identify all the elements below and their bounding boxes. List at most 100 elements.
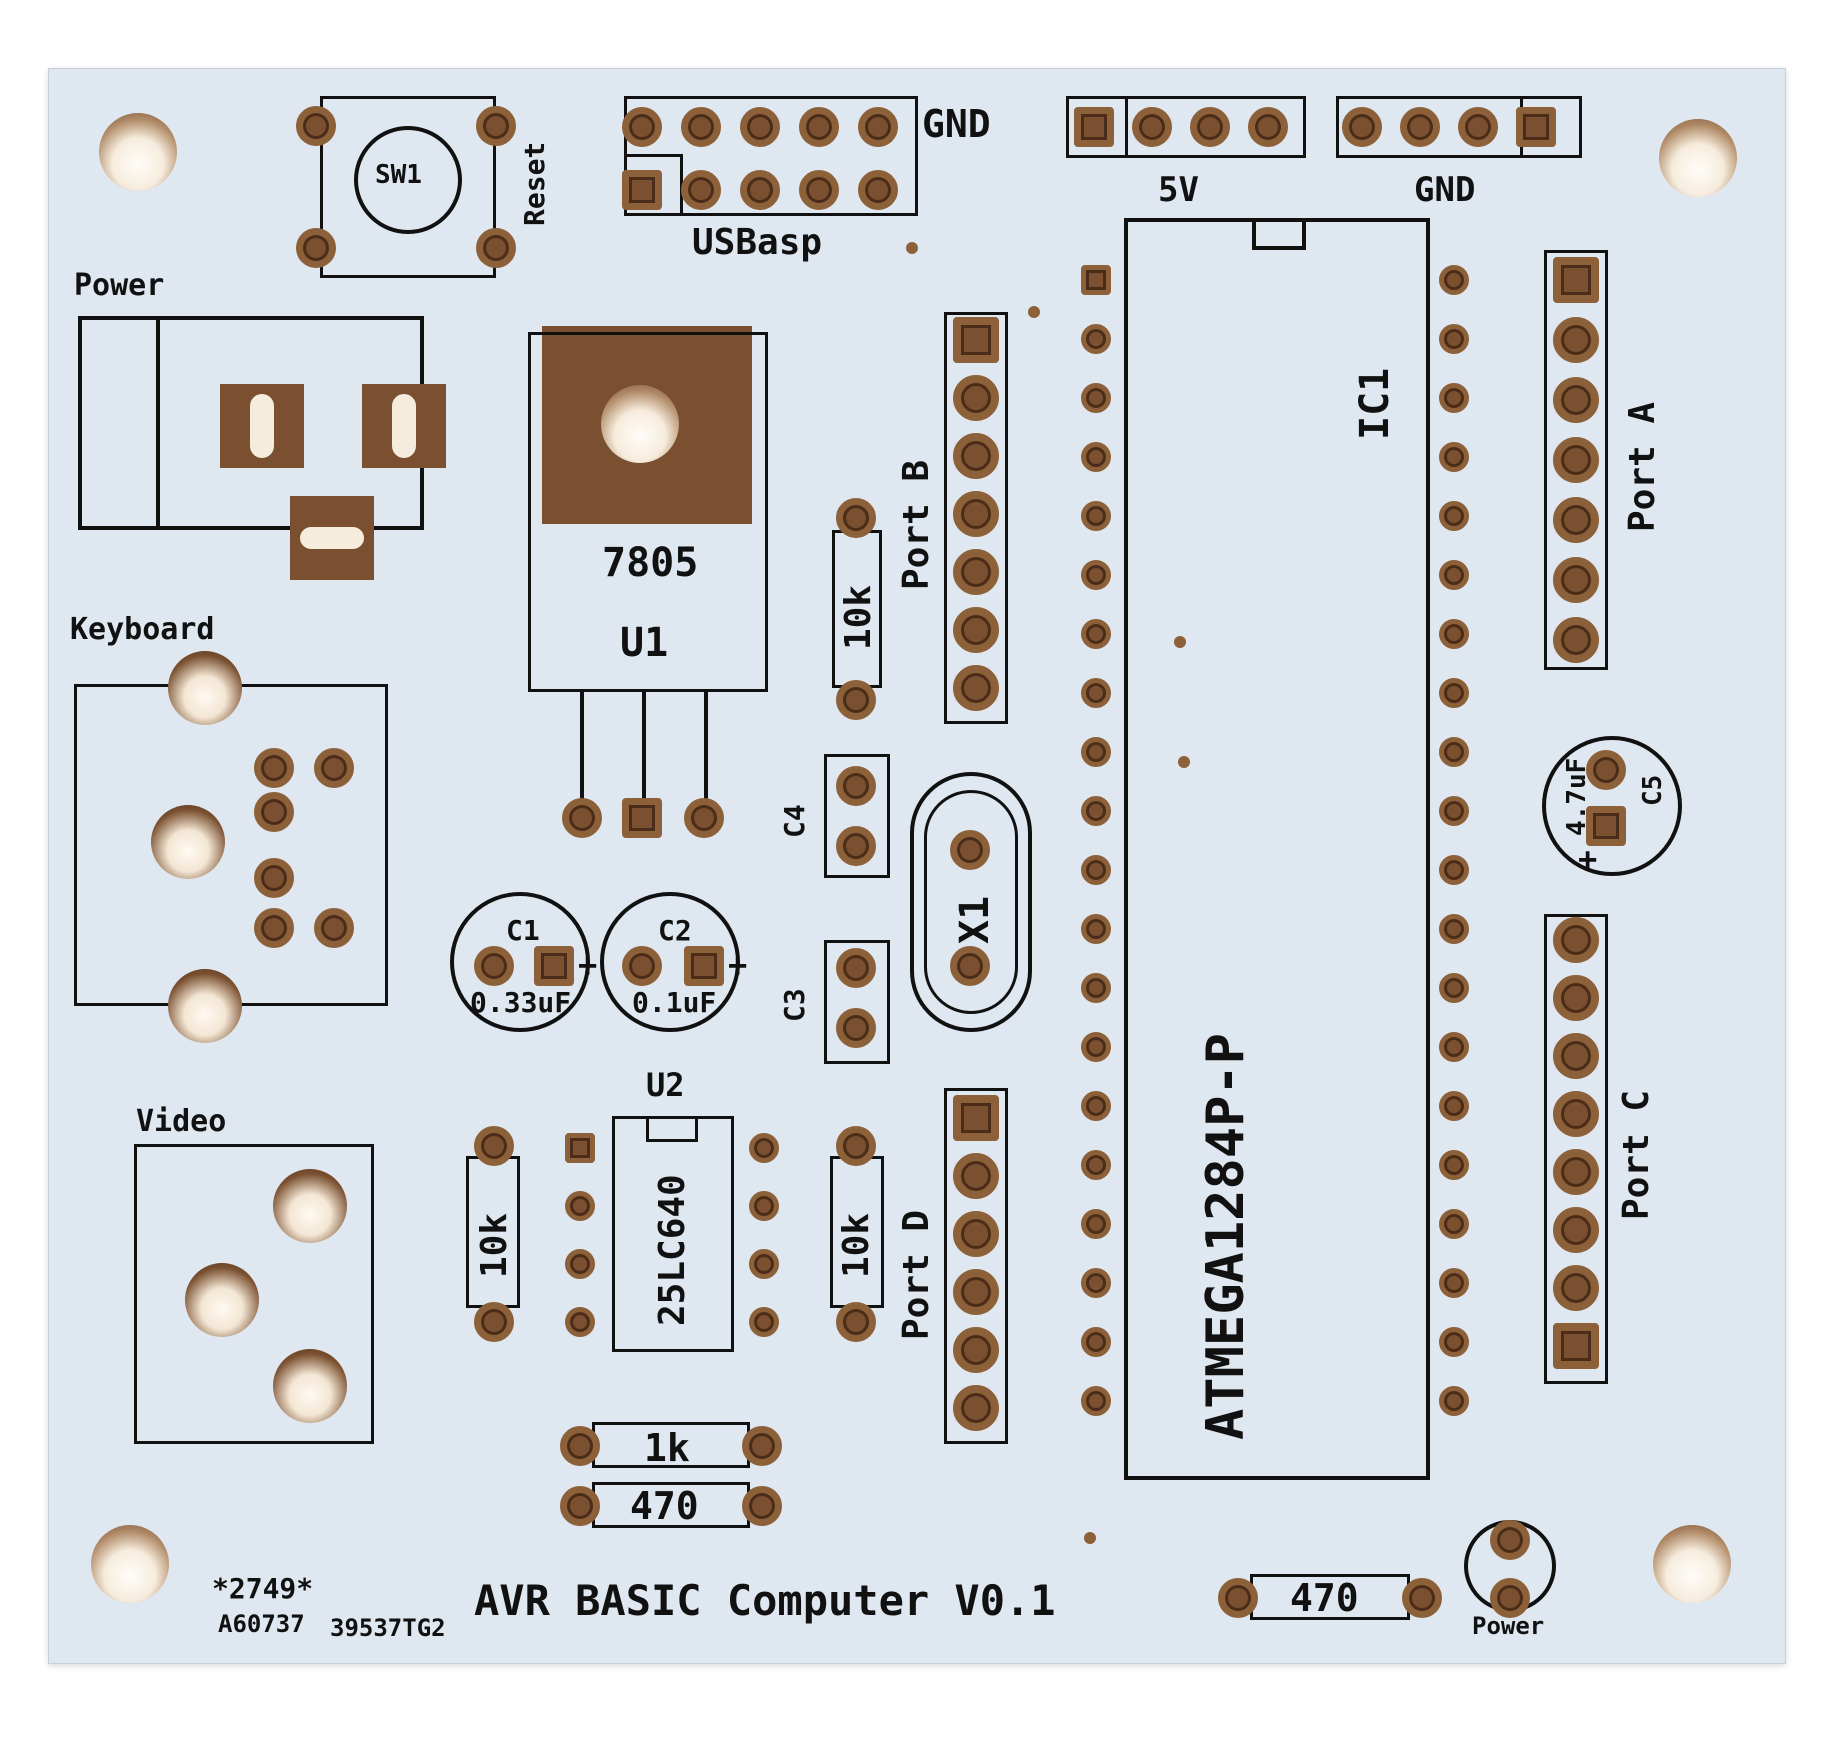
keyboard-shield-pad — [151, 805, 225, 879]
port-a-pad — [1553, 497, 1599, 543]
c5-label: C5 — [1638, 774, 1668, 806]
x1-inner — [924, 790, 1018, 1014]
ic1-pin-pad — [1439, 737, 1469, 767]
c4-label: C4 — [778, 804, 811, 838]
r-1k-pad — [560, 1426, 600, 1466]
ic1-pin-pad — [1081, 501, 1111, 531]
sw1-pad — [296, 228, 336, 268]
c3-label: C3 — [778, 988, 811, 1022]
mounting-hole — [1659, 119, 1737, 197]
u2-outline — [612, 1116, 734, 1352]
port-d-pad — [953, 1211, 999, 1257]
c2-pad — [684, 946, 724, 986]
gnd-pad — [1400, 107, 1440, 147]
port-b-pad — [953, 491, 999, 537]
keyboard-pin-pad — [314, 748, 354, 788]
u1-tab-hole — [601, 385, 679, 463]
port-a-pad — [1553, 437, 1599, 483]
ic1-pin-pad — [1081, 1150, 1111, 1180]
u1-outline — [528, 332, 768, 692]
c1-outline — [450, 892, 590, 1032]
via — [906, 242, 918, 254]
ic1-part-label: ATMEGA1284P-P — [1196, 1033, 1256, 1440]
video-pad — [185, 1263, 259, 1337]
sw1-label: SW1 — [375, 160, 422, 190]
keyboard-shield-pad — [168, 969, 242, 1043]
ic1-pin-pad — [1081, 265, 1111, 295]
c1-pad — [534, 946, 574, 986]
mounting-hole — [1653, 1525, 1731, 1603]
u1-leg-1 — [580, 692, 584, 800]
port-c-pad — [1553, 1149, 1599, 1195]
u2-pin-pad — [565, 1191, 595, 1221]
u2-pin-pad — [565, 1133, 595, 1163]
video-label: Video — [136, 1104, 227, 1139]
ic1-pin-pad — [1081, 324, 1111, 354]
u1-part-label: 7805 — [602, 540, 699, 586]
ic1-pin-pad — [1081, 1032, 1111, 1062]
serial-bottom-a: A60737 — [218, 1610, 305, 1638]
keyboard-pin-pad — [314, 908, 354, 948]
5v-pad — [1132, 107, 1172, 147]
ic1-pin-pad — [1081, 560, 1111, 590]
c2-label: C2 — [658, 914, 692, 947]
r-470-a-pad — [560, 1486, 600, 1526]
ic1-pin-pad — [1439, 1268, 1469, 1298]
power-label: Power — [74, 268, 165, 303]
sw1-pad — [476, 228, 516, 268]
ic1-notch — [1252, 218, 1306, 250]
ic1-pin-pad — [1439, 914, 1469, 944]
c1-pad — [474, 946, 514, 986]
port-c-pad — [1553, 917, 1599, 963]
port-c-pad — [1553, 1265, 1599, 1311]
r-10k-c-label: 10k — [836, 1212, 877, 1278]
ic1-pin-pad — [1439, 324, 1469, 354]
5v-pad — [1190, 107, 1230, 147]
video-pad — [273, 1169, 347, 1243]
u1-pad — [684, 798, 724, 838]
power-jack-slot-2 — [392, 394, 416, 458]
ic1-pin-pad — [1081, 796, 1111, 826]
u2-label: U2 — [646, 1066, 685, 1104]
u1-label: U1 — [620, 620, 669, 666]
port-b-outline — [944, 312, 1008, 724]
port-d-pad — [953, 1153, 999, 1199]
power-jack-slot-1 — [250, 394, 274, 458]
ic1-pin-pad — [1081, 855, 1111, 885]
c3-pad — [836, 948, 876, 988]
ic1-pin-pad — [1081, 678, 1111, 708]
ic1-pin-pad — [1439, 442, 1469, 472]
ic1-pin-pad — [1439, 1386, 1469, 1416]
c2-value: 0.1uF — [632, 986, 717, 1019]
ic1-pin-pad — [1439, 1327, 1469, 1357]
port-b-pad — [953, 433, 999, 479]
usbasp-pad — [681, 107, 721, 147]
port-b-pad — [953, 549, 999, 595]
ic1-pin-pad — [1081, 1209, 1111, 1239]
usbasp-pad — [799, 107, 839, 147]
ic1-pin-pad — [1081, 383, 1111, 413]
c4-pad — [836, 826, 876, 866]
ic1-pin-pad — [1081, 442, 1111, 472]
r-470-a-label: 470 — [630, 1484, 699, 1528]
c2-outline — [600, 892, 740, 1032]
usbasp-pad — [858, 170, 898, 210]
usbasp-pad — [799, 170, 839, 210]
port-c-pad — [1553, 1091, 1599, 1137]
port-b-label: Port B — [896, 459, 937, 590]
ic1-pin-pad — [1439, 796, 1469, 826]
port-c-pad — [1553, 1323, 1599, 1369]
port-d-outline — [944, 1088, 1008, 1444]
c2-pad — [622, 946, 662, 986]
ic1-pin-pad — [1439, 855, 1469, 885]
u2-pin-pad — [749, 1249, 779, 1279]
port-b-pad — [953, 317, 999, 363]
u2-notch — [646, 1116, 698, 1142]
keyboard-pin-pad — [254, 792, 294, 832]
usbasp-pad — [622, 107, 662, 147]
keyboard-shield-pad — [168, 651, 242, 725]
port-a-outline — [1544, 250, 1608, 670]
sw1-pad — [296, 106, 336, 146]
ic1-pin-pad — [1081, 973, 1111, 1003]
